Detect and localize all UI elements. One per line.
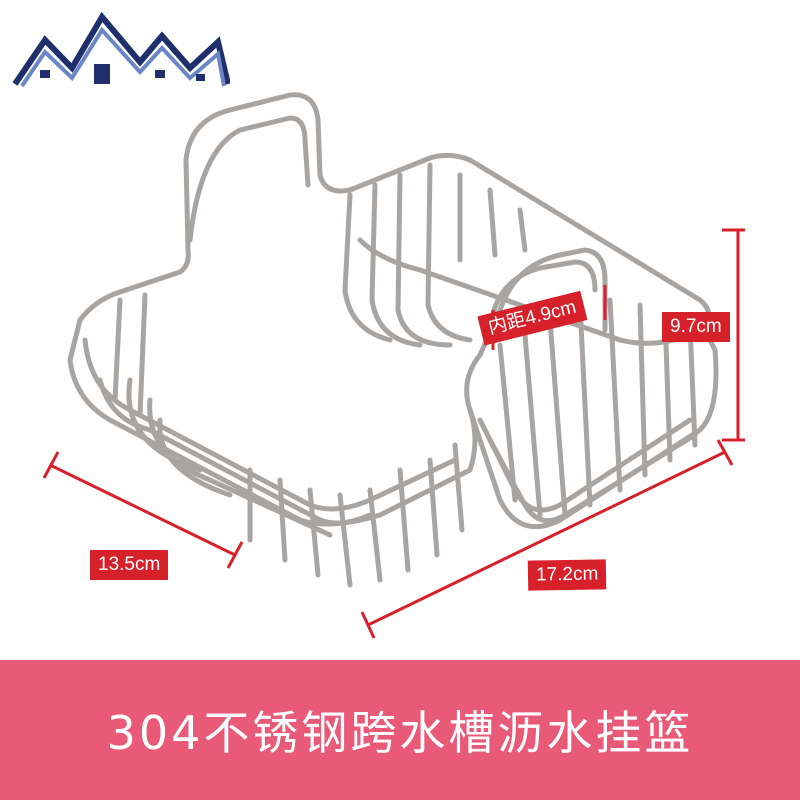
house-logo-icon — [12, 12, 230, 88]
width-dimension-label: 13.5cm — [90, 550, 169, 580]
wire-basket-illustration — [42, 92, 745, 639]
length-dimension-label: 17.2cm — [527, 559, 607, 591]
height-dimension-label: 9.7cm — [662, 312, 730, 342]
product-title: 304不锈钢跨水槽沥水挂篮 — [106, 706, 694, 760]
product-title-banner: 304不锈钢跨水槽沥水挂篮 — [0, 660, 800, 800]
